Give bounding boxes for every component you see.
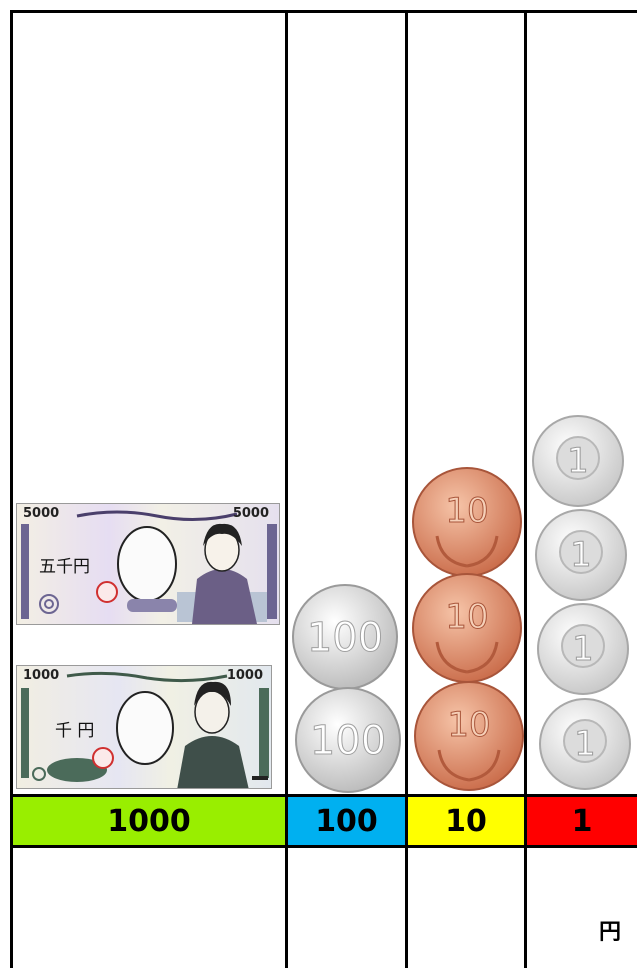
coin-10: 10 <box>413 680 525 792</box>
coin-100: 100 <box>291 583 399 691</box>
header-1: 1 <box>527 797 637 845</box>
coin-10: 10 <box>411 466 523 578</box>
svg-text:10: 10 <box>445 491 488 531</box>
svg-text:100: 100 <box>307 615 383 661</box>
header-10: 10 <box>408 797 524 845</box>
bill-5000: 5000 5000 五千円 <box>16 503 280 625</box>
coin-1: 1 <box>538 697 632 791</box>
svg-text:10: 10 <box>445 597 488 637</box>
bill-1000-corner-right: 1000 <box>227 668 263 683</box>
svg-text:10: 10 <box>447 705 490 745</box>
coin-1: 1 <box>536 602 630 696</box>
svg-text:100: 100 <box>310 718 386 764</box>
bill-1000-corner-left: 1000 <box>23 668 59 683</box>
svg-text:1: 1 <box>570 535 592 575</box>
svg-text:1: 1 <box>572 629 594 669</box>
header-100: 100 <box>288 797 405 845</box>
header-1000: 1000 <box>13 797 285 845</box>
bill-5000-corner-left: 5000 <box>23 506 59 521</box>
coin-10: 10 <box>411 572 523 684</box>
bill-5000-corner-right: 5000 <box>233 506 269 521</box>
header-bottom-line <box>10 845 637 848</box>
bill-5000-kanji: 五千円 <box>39 552 90 577</box>
yen-unit-label: 円 <box>599 914 621 946</box>
svg-text:1: 1 <box>574 724 596 764</box>
bill-1000: 1000 1000 千 円 <box>16 665 272 789</box>
coin-100: 100 <box>294 686 402 794</box>
coin-1: 1 <box>531 414 625 508</box>
bill-1000-kanji: 千 円 <box>55 716 94 741</box>
svg-text:1: 1 <box>567 441 589 481</box>
coin-1: 1 <box>534 508 628 602</box>
grid-top-line <box>10 10 637 13</box>
